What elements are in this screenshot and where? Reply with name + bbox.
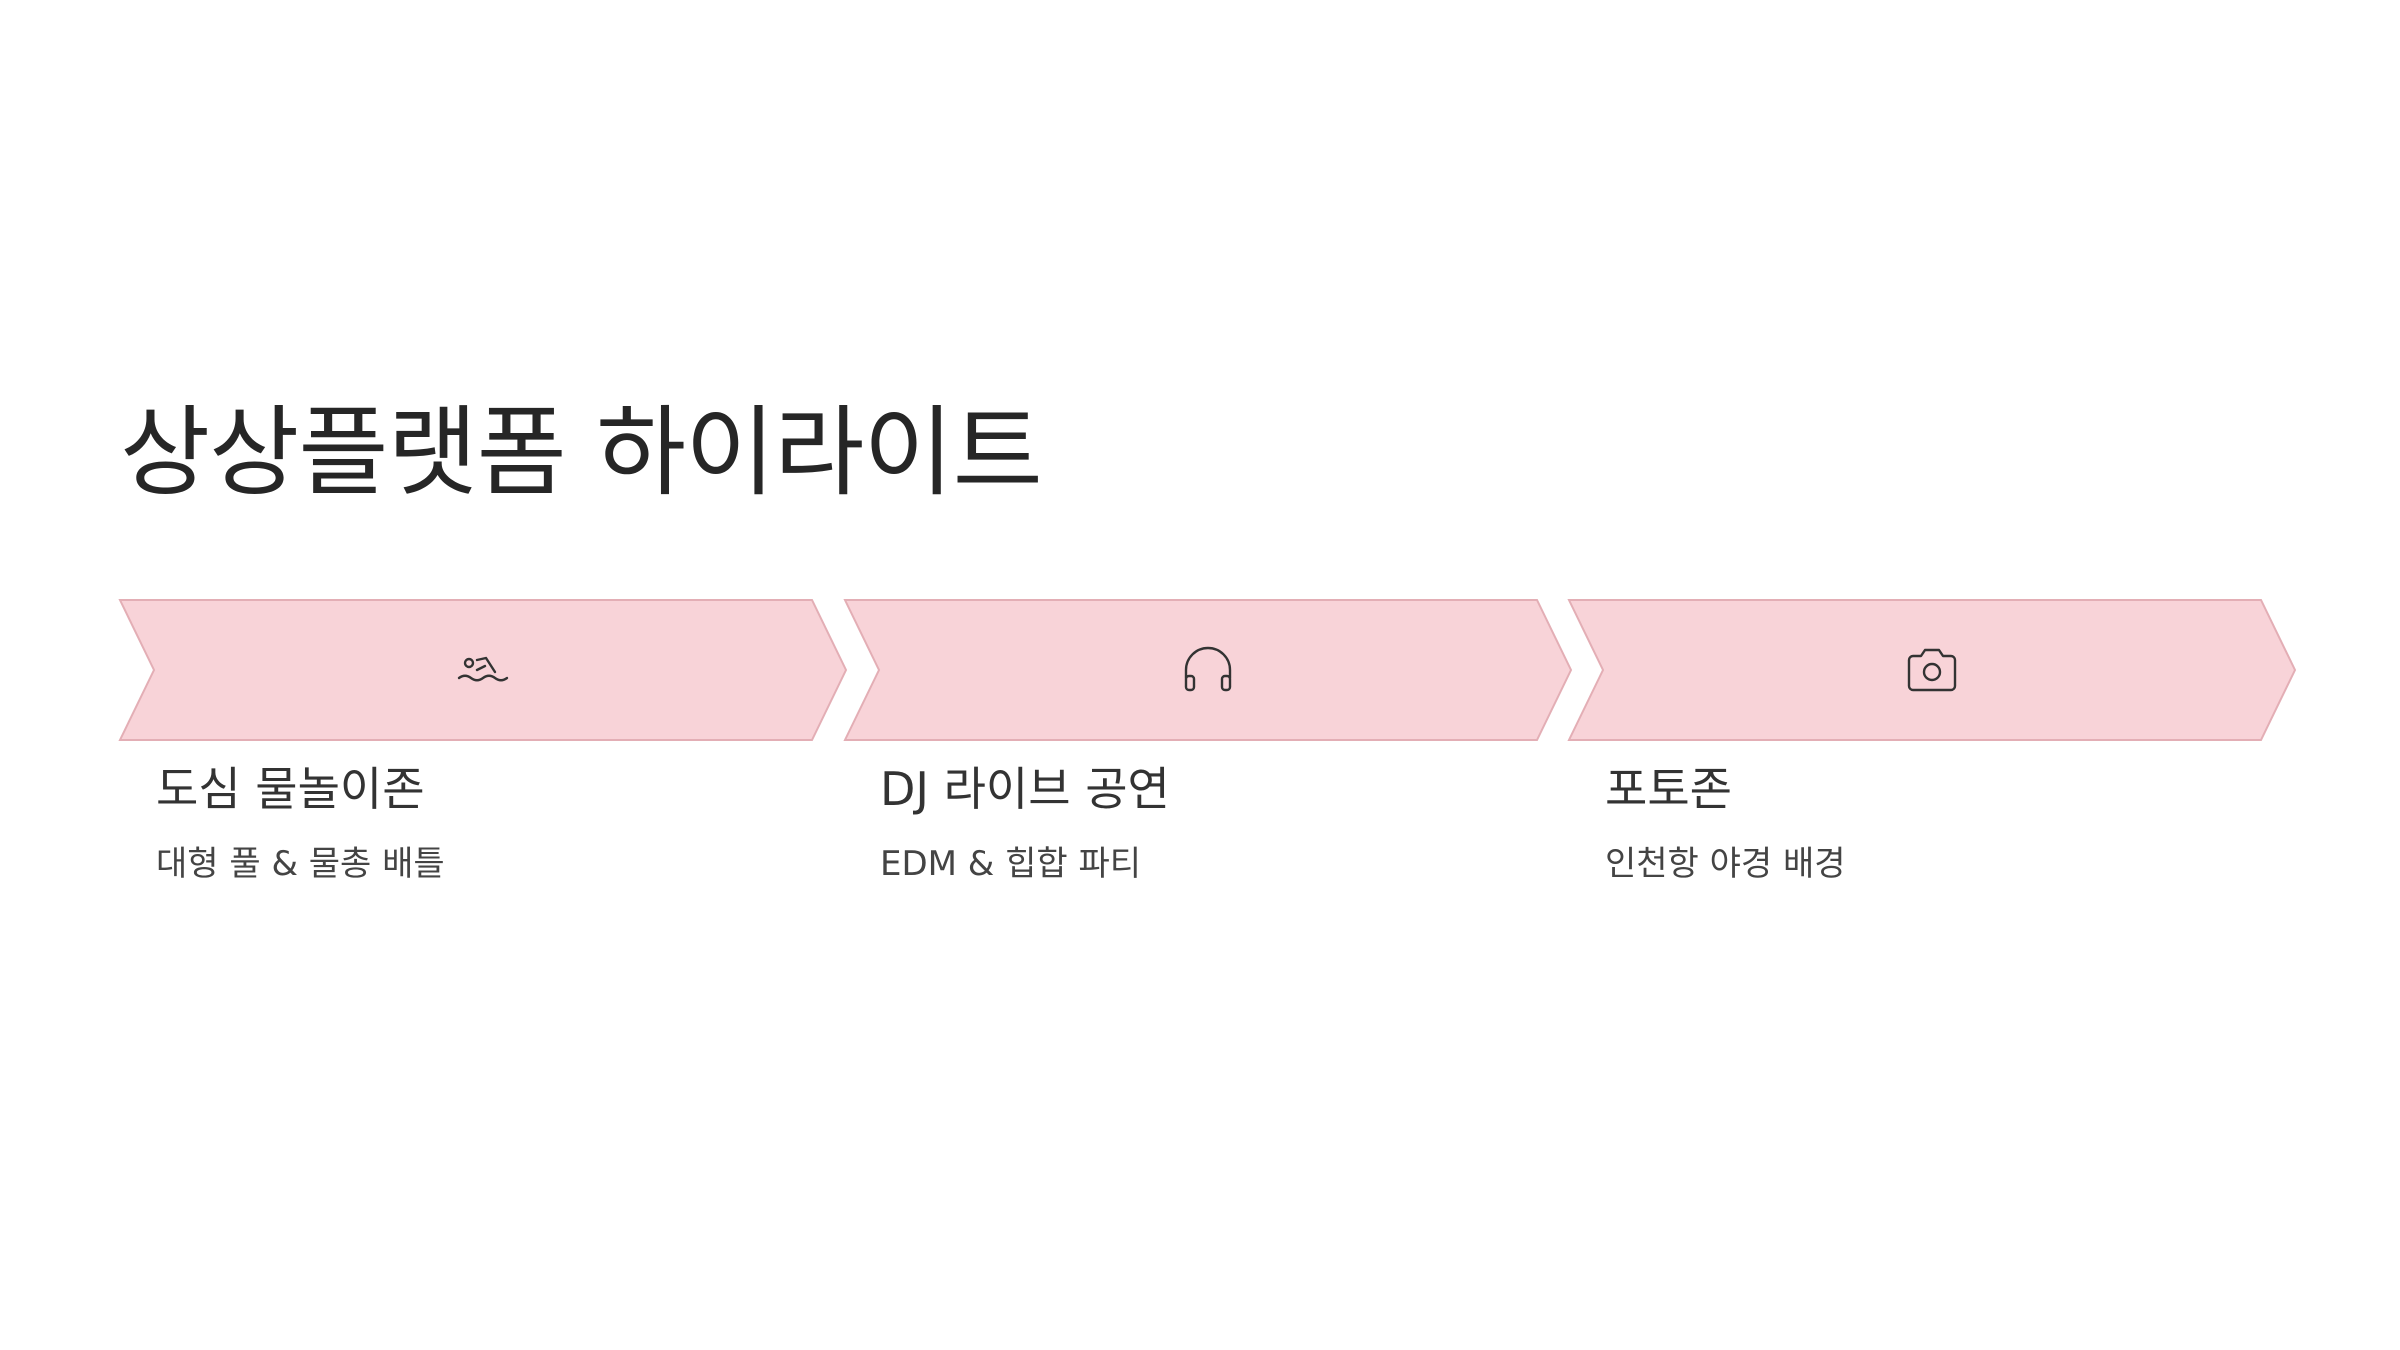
step-description: EDM & 힙합 파티 <box>880 843 1142 884</box>
chevron-shape <box>118 599 848 741</box>
slide-title: 상상플랫폼 하이라이트 <box>120 396 1043 510</box>
step-label: DJ 라이브 공연 <box>880 762 1170 816</box>
chevron-shape <box>1567 599 2297 741</box>
step-label: 도심 물놀이존 <box>156 762 425 816</box>
step-description: 대형 풀 & 물총 배틀 <box>156 843 445 884</box>
step-3-text: 포토존 인천항 야경 배경 <box>1605 760 2245 886</box>
step-description: 인천항 야경 배경 <box>1605 843 1846 884</box>
process-step-1 <box>118 599 848 741</box>
headphones-icon <box>845 642 1571 698</box>
process-step-3 <box>1567 599 2297 741</box>
swimmer-icon <box>120 642 846 698</box>
step-2-text: DJ 라이브 공연 EDM & 힙합 파티 <box>880 760 1520 886</box>
process-step-2 <box>843 599 1573 741</box>
step-label: 포토존 <box>1605 762 1732 816</box>
step-1-text: 도심 물놀이존 대형 풀 & 물총 배틀 <box>156 760 796 886</box>
camera-icon <box>1569 642 2295 698</box>
chevron-shape <box>843 599 1573 741</box>
